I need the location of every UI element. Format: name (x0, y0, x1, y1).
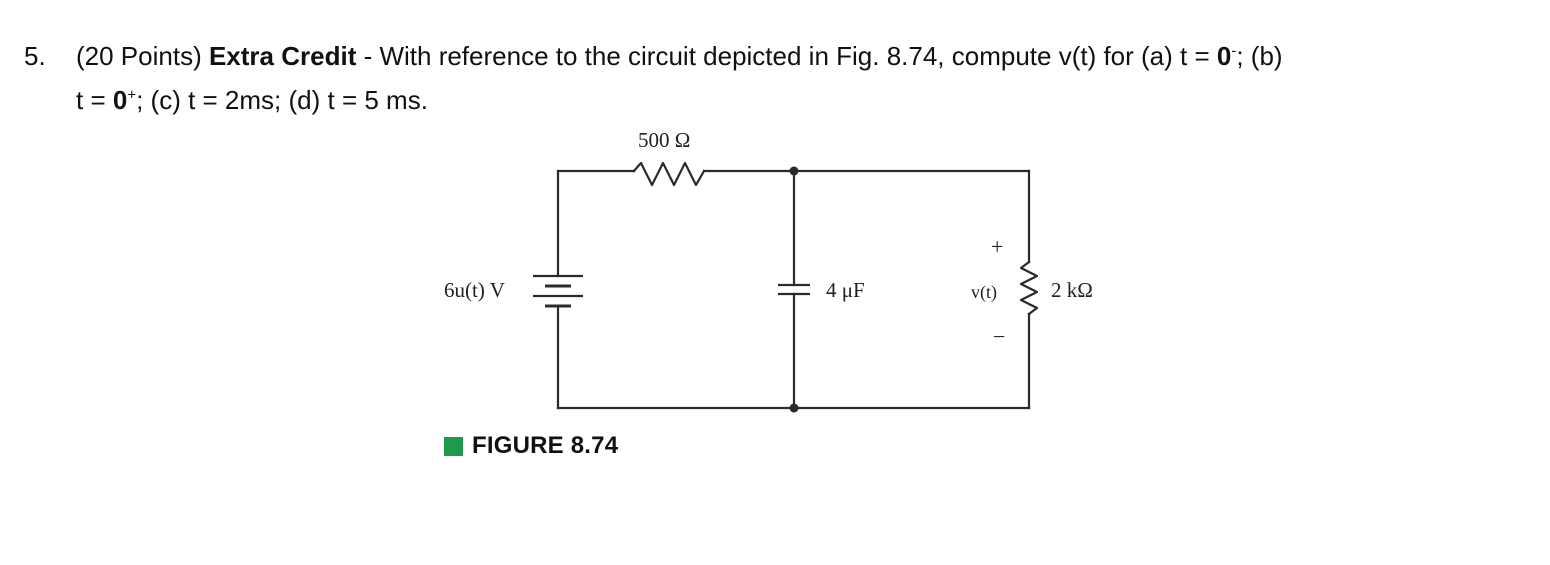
junction-dot-bottom (789, 403, 799, 413)
question-prompt: - With reference to the circuit depicted… (356, 41, 1217, 71)
plus-superscript: + (127, 86, 137, 104)
resistor-500-symbol (632, 161, 706, 187)
source-label: 6u(t) V (444, 278, 505, 302)
junction-dot-top (789, 166, 799, 176)
zero-minus-value: 0 (1216, 41, 1232, 71)
zero-plus-value: 0 (112, 85, 128, 115)
capacitor-label: 4 μF (826, 278, 865, 302)
figure-marker-square (444, 436, 463, 456)
resistor-2k-label: 2 kΩ (1051, 278, 1093, 302)
resistor-500-label: 500 Ω (638, 128, 690, 152)
voltage-plus-sign: + (991, 234, 1003, 259)
question-line2-start: t = (76, 85, 113, 115)
voltage-minus-sign: − (993, 324, 1005, 349)
extra-credit-label: Extra Credit (208, 41, 357, 71)
resistor-2k-symbol (1019, 260, 1039, 316)
figure-caption-text: FIGURE 8.74 (472, 432, 619, 459)
voltage-label: v(t) (971, 282, 997, 303)
minus-superscript: - (1231, 42, 1237, 60)
question-points: (20 Points) (76, 41, 202, 71)
part-b-label: ; (b) (1236, 41, 1283, 71)
capacitor-symbol (778, 283, 810, 296)
question-line2-rest: ; (c) t = 2ms; (d) t = 5 ms. (136, 85, 428, 115)
battery-symbol (533, 274, 583, 308)
question-number: 5. (24, 41, 46, 71)
figure-caption: FIGURE 8.74 (444, 430, 618, 462)
question-body: (20 Points) Extra Credit - With referenc… (76, 34, 1516, 122)
